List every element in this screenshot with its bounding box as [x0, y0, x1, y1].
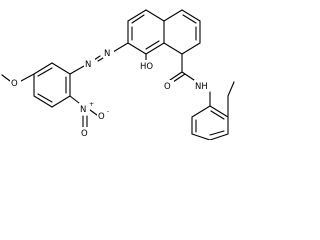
ethyl-group [227, 81, 235, 118]
methoxy-oxygen: O [11, 79, 18, 89]
azo-linkage [69, 42, 129, 75]
hydroxy-group: HO [140, 62, 153, 72]
azo-nitrogen-1: N [104, 49, 110, 59]
carbonyl-oxygen: O [164, 82, 171, 92]
methoxy-group [1, 73, 35, 82]
nitro-negative-charge: - [107, 108, 109, 115]
azo-nitrogen-2: N [85, 60, 91, 70]
hydroxy-amide-bonds [145, 53, 195, 83]
chemical-structure-diagram: N N O N + O - O HO O NH [1, 9, 235, 140]
nitro-nitrogen: N [80, 105, 86, 115]
naphthalene-left-ring [127, 9, 165, 55]
nitro-oxygen-double: O [81, 129, 88, 139]
ethylphenyl-ring [191, 91, 229, 140]
atom-labels: N N O N + O - O HO O NH [10, 47, 211, 139]
nitro-oxygen-single: O [98, 112, 105, 122]
methoxy-nitro-phenyl-ring [33, 62, 71, 108]
nitro-group [69, 95, 98, 128]
naphthalene-right-ring [163, 9, 201, 55]
nitro-positive-charge: + [89, 101, 94, 108]
amide-nh: NH [195, 82, 208, 92]
